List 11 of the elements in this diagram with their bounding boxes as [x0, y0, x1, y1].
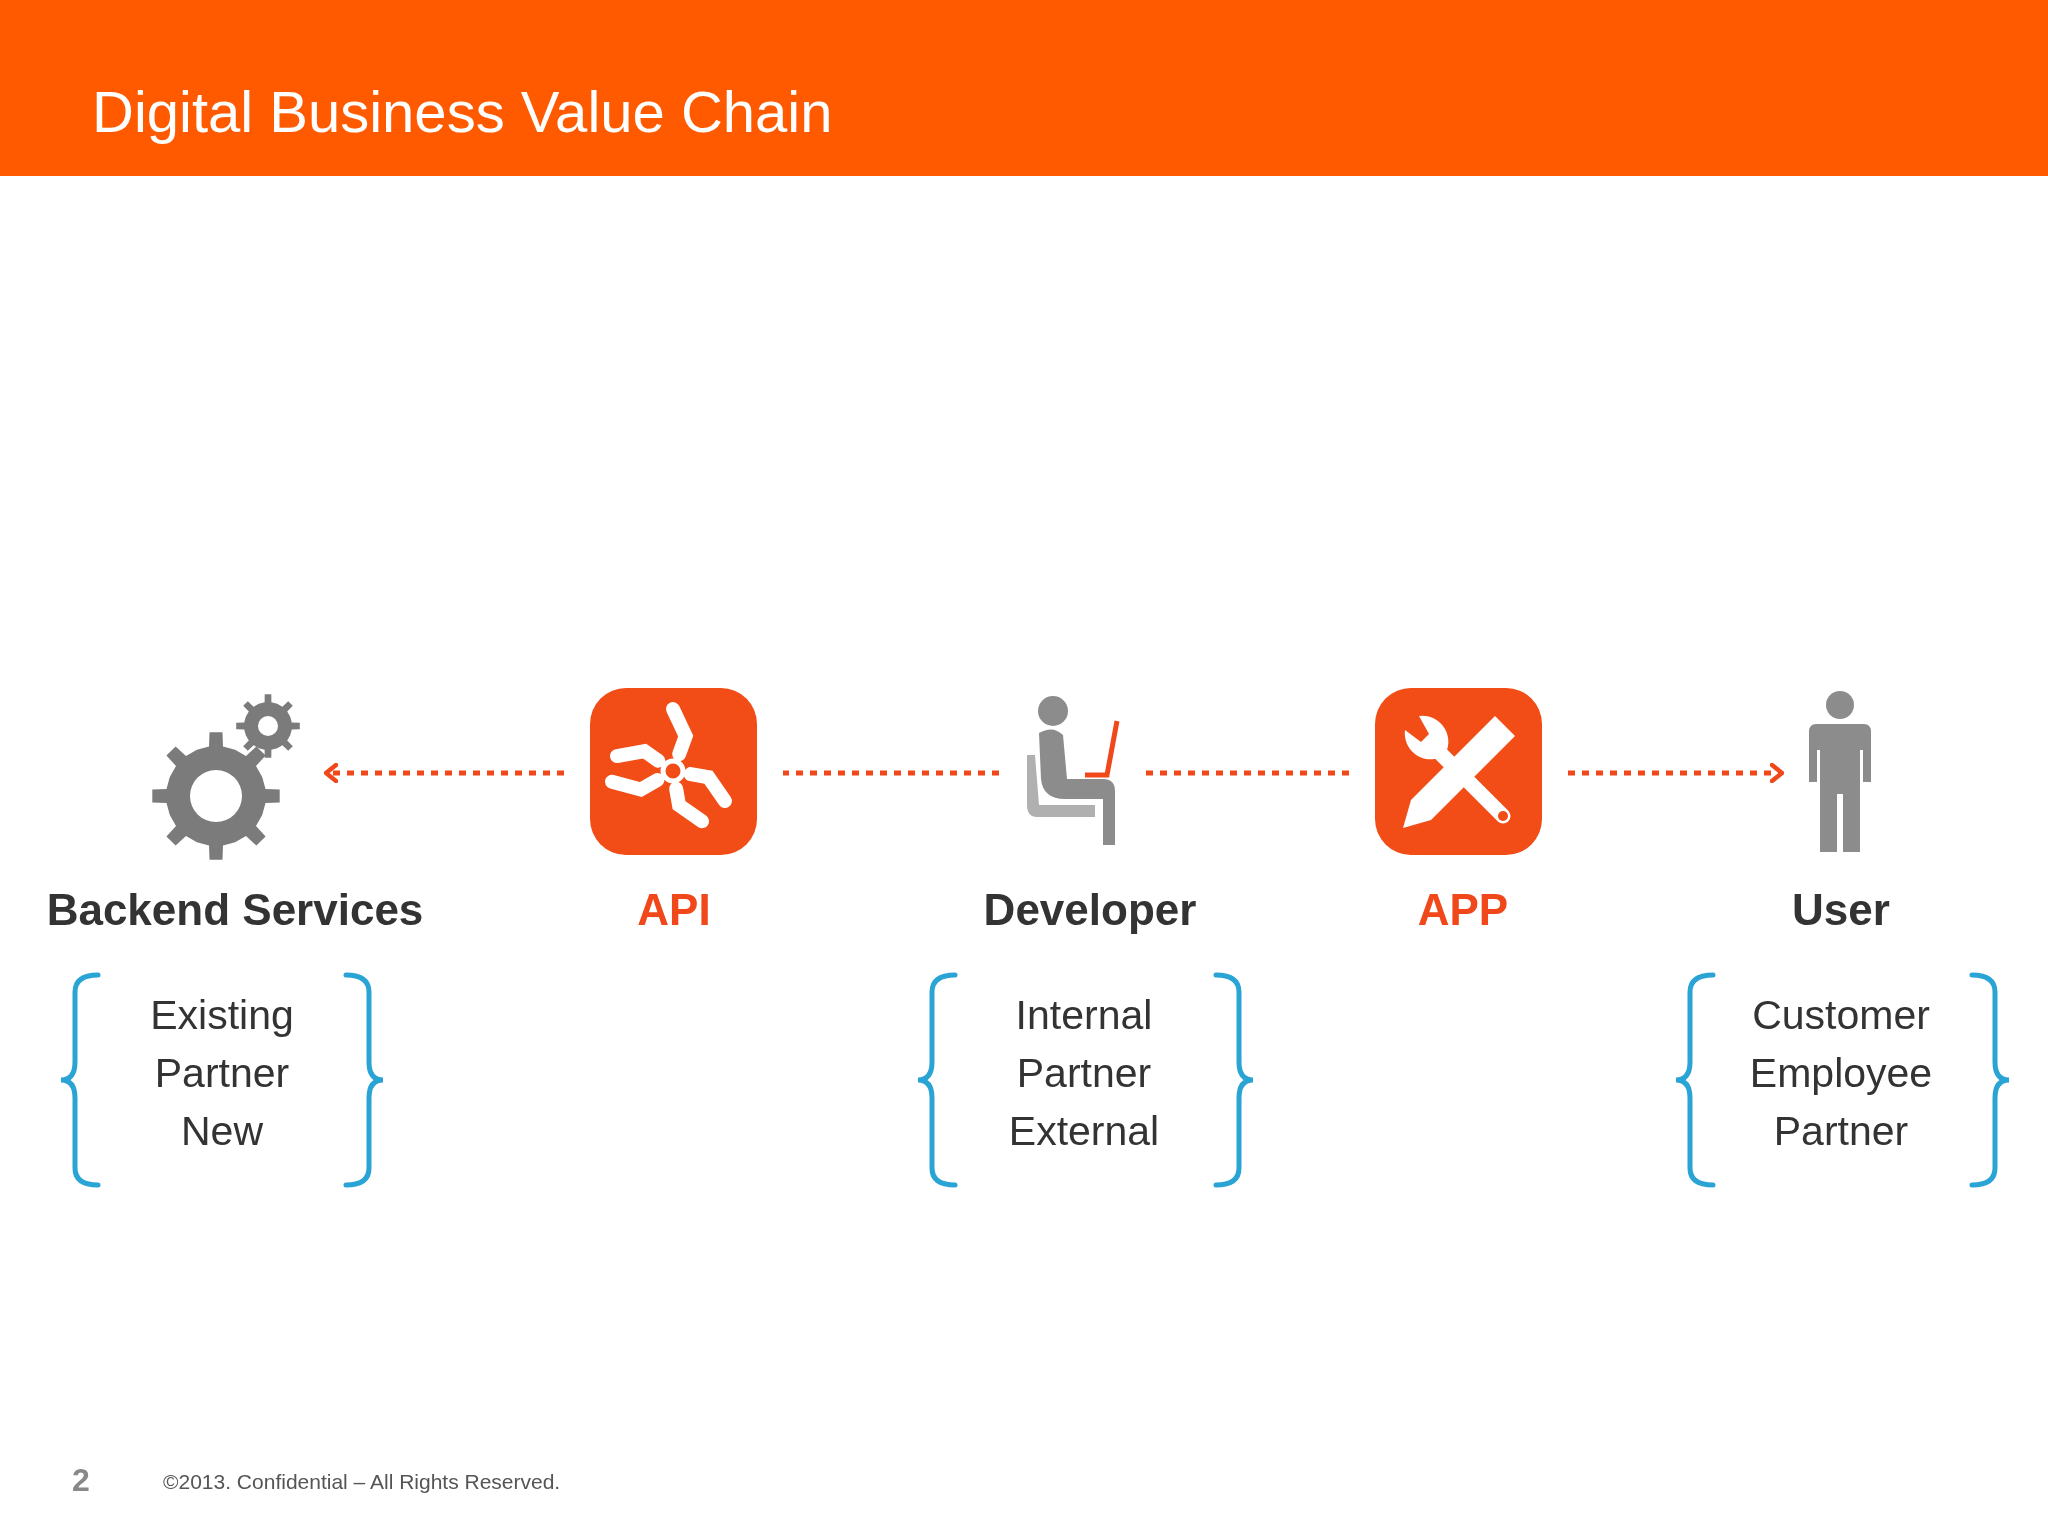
list-text: Existing Partner New — [150, 991, 294, 1156]
node-heading: User — [1791, 884, 1891, 936]
footer-note: ©2013. Confidential – All Rights Reserved. — [163, 1470, 561, 1494]
list-text: Internal Partner External — [1008, 991, 1160, 1156]
dotted-arrow — [1568, 762, 1785, 784]
node-heading: Backend Services — [45, 884, 425, 936]
list-text: Customer Employee Partner — [1749, 991, 1933, 1156]
dotted-arrow — [323, 762, 564, 784]
node-heading: Developer — [982, 884, 1198, 936]
title: Digital Business Value Chain — [92, 78, 833, 146]
page-number: 2 — [72, 1462, 90, 1499]
